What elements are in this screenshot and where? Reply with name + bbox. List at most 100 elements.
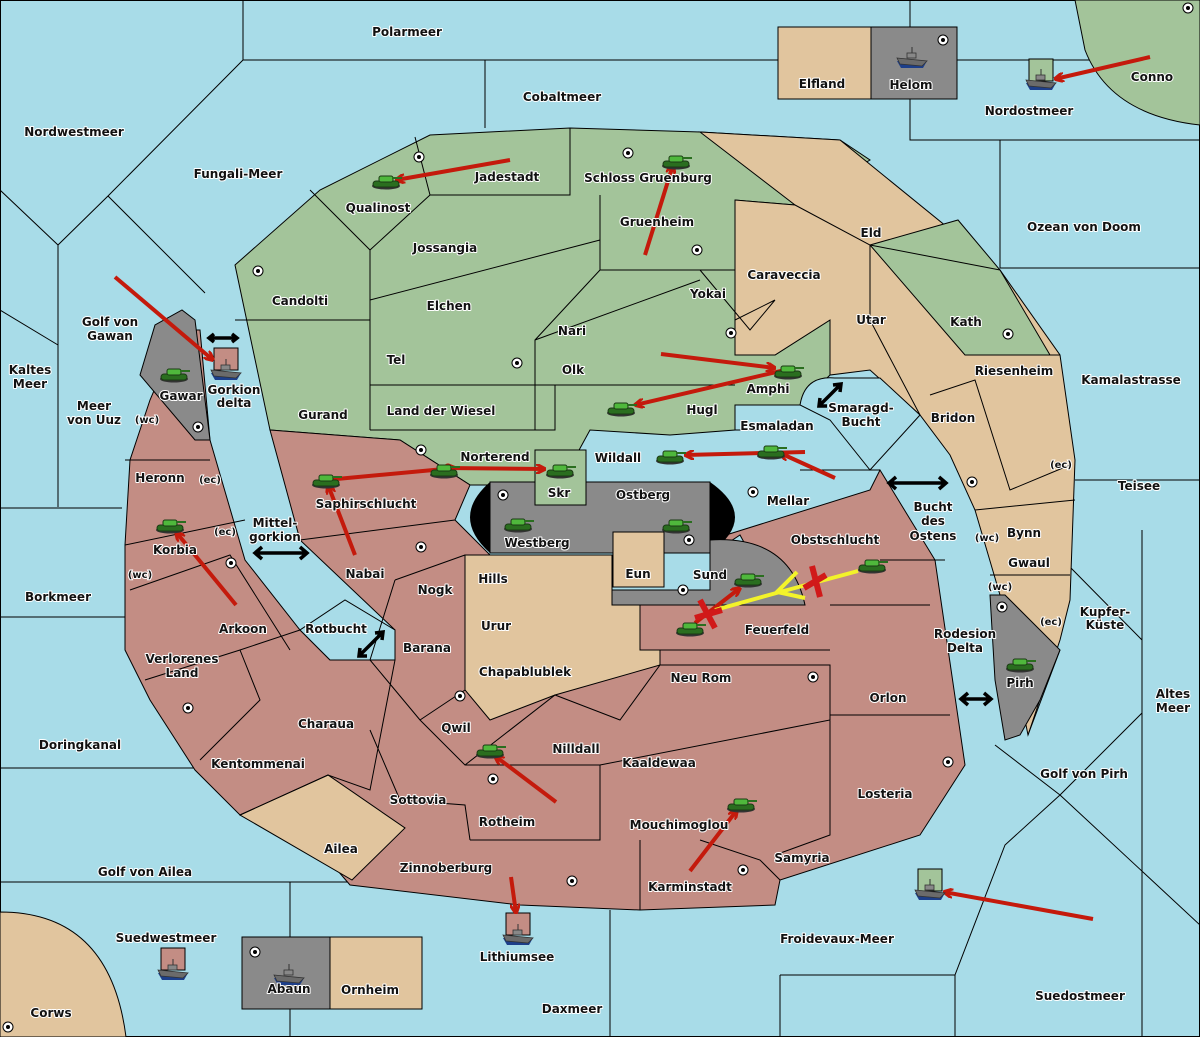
supply-center-zinnoberburg — [566, 875, 578, 887]
canal-arrow-mittelgorkion — [252, 545, 310, 561]
sea-label-golf-von-gawan-2: Gawan — [87, 329, 133, 343]
supply-center-nabai — [415, 541, 427, 553]
sea-label-cobaltmeer: Cobaltmeer — [523, 90, 601, 104]
supply-center-kath — [1002, 328, 1014, 340]
province-label-bynn: Bynn — [1007, 526, 1041, 540]
sea-label-lithiumsee: Lithiumsee — [480, 950, 555, 964]
province-label-tel: Tel — [387, 353, 406, 367]
province-label-olk: Olk — [562, 363, 585, 377]
coast-label-ec-2: (ec) — [214, 527, 236, 538]
supply-center-yokai — [725, 327, 737, 339]
province-label-eun: Eun — [625, 567, 650, 581]
sea-label-kaltes-meer-2: Meer — [13, 377, 47, 391]
sea-label-froidevaux-meer: Froidevaux-Meer — [780, 932, 894, 946]
province-label-norterend: Norterend — [460, 450, 529, 464]
sea-label-golf-von-gawan-1: Golf von — [82, 315, 138, 329]
sea-label-meer-von-uuz-1: Meer — [77, 399, 111, 413]
failed-x-feuerfeld — [694, 598, 723, 630]
supply-center-schloss-gruenburg — [622, 147, 634, 159]
sea-label-bucht-des-ostens-3: Ostens — [910, 529, 957, 543]
province-label-utar: Utar — [856, 313, 886, 327]
province-label-ornheim: Ornheim — [341, 983, 399, 997]
province-label-mouchimoglou: Mouchimoglou — [630, 818, 729, 832]
province-label-karminstadt: Karminstadt — [648, 880, 732, 894]
province-label-nogk: Nogk — [418, 583, 454, 597]
supply-center-neu-rom — [807, 671, 819, 683]
order-rotheim-qwil — [495, 756, 558, 804]
sea-label-bucht-des-ostens-1: Bucht — [913, 500, 952, 514]
supply-center-qwil — [454, 690, 466, 702]
supply-center-losteria — [942, 756, 954, 768]
canal-arrow-rotbucht — [357, 629, 386, 658]
order-zinnoberburg-lithiumsee — [509, 876, 516, 913]
province-label-elchen: Elchen — [427, 299, 472, 313]
order-gawan-gorkion — [113, 275, 213, 360]
sea-label-suedostmeer: Suedostmeer — [1035, 989, 1125, 1003]
province-label-arkoon: Arkoon — [219, 622, 267, 636]
province-label-candolti: Candolti — [272, 294, 328, 308]
province-borders — [124, 128, 1076, 910]
province-label-eld: Eld — [861, 226, 882, 240]
order-norterend-skr — [444, 468, 545, 469]
sea-label-rotbucht: Rotbucht — [305, 622, 367, 636]
supply-center-jadestadt — [413, 151, 425, 163]
order-mellar-esmaladan — [780, 453, 836, 480]
province-label-gawar: Gawar — [159, 389, 202, 403]
province-label-orlon: Orlon — [869, 691, 906, 705]
supply-center-abaun — [249, 946, 261, 958]
supply-center-helom — [937, 34, 949, 46]
province-label-land-der-wiesel: Land der Wiesel — [387, 404, 496, 418]
canal-arrow-ostens — [886, 475, 949, 491]
sea-label-borkmeer: Borkmeer — [25, 590, 91, 604]
sea-label-mittelgorkion-1: Mittel- — [253, 516, 298, 530]
supply-center-corws — [2, 1021, 14, 1033]
province-label-hugl: Hugl — [686, 403, 717, 417]
province-label-ailea: Ailea — [324, 842, 358, 856]
coast-label-ec-1: (ec) — [199, 475, 221, 486]
sea-label-altes-meer-1: Altes — [1156, 687, 1190, 701]
canal-arrow-gorkion — [206, 332, 240, 344]
supply-center-conno — [1182, 2, 1194, 14]
sea-label-gorkion-delta-1: Gorkion — [208, 383, 261, 397]
order-jadestadt-qualinost — [396, 158, 511, 180]
sea-label-mittelgorkion-2: gorkion — [249, 530, 301, 544]
province-label-zinnoberburg: Zinnoberburg — [400, 861, 492, 875]
province-label-riesenheim: Riesenheim — [975, 364, 1054, 378]
province-label-charaua: Charaua — [298, 717, 354, 731]
province-label-conno: Conno — [1131, 70, 1173, 84]
province-label-nari: Nari — [558, 324, 586, 338]
sea-label-nordwestmeer: Nordwestmeer — [24, 125, 124, 139]
order-suedostmeer-froidevaux — [944, 892, 1094, 921]
supply-center-norterend — [415, 444, 427, 456]
province-label-neu-rom: Neu Rom — [671, 671, 732, 685]
province-label-helom: Helom — [889, 78, 932, 92]
sea-label-smaragd-bucht-1: Smaragd- — [828, 401, 893, 415]
coast-label-ec-7: (ec) — [1040, 617, 1062, 628]
province-label-mellar: Mellar — [767, 494, 809, 508]
province-label-gwaul: Gwaul — [1008, 556, 1050, 570]
province-label-amphi: Amphi — [746, 382, 789, 396]
province-label-korbia: Korbia — [153, 543, 197, 557]
supply-center-westberg — [497, 489, 509, 501]
province-label-schloss-gruenburg: Schloss Gruenburg — [584, 171, 712, 185]
province-label-urur: Urur — [481, 619, 511, 633]
sea-label-smaragd-bucht-2: Bucht — [841, 415, 880, 429]
supply-center-tel — [511, 357, 523, 369]
sea-label-teisee: Teisee — [1118, 479, 1160, 493]
province-label-heronn: Heronn — [135, 471, 184, 485]
supply-center-sund — [677, 584, 689, 596]
province-label-abaun: Abaun — [267, 982, 310, 996]
canal-arrow-smaragd — [817, 381, 844, 408]
order-amphi-hugl — [635, 368, 786, 405]
province-label-qualinost: Qualinost — [346, 201, 411, 215]
order-olk-amphi — [660, 352, 775, 368]
sea-label-altes-meer-2: Meer — [1156, 701, 1190, 715]
province-label-jadestadt: Jadestadt — [474, 170, 540, 184]
province-label-saphirschlucht: Saphirschlucht — [316, 497, 417, 511]
province-label-sottovia: Sottovia — [390, 793, 447, 807]
province-label-bridon: Bridon — [931, 411, 976, 425]
province-label-yokai: Yokai — [689, 287, 726, 301]
